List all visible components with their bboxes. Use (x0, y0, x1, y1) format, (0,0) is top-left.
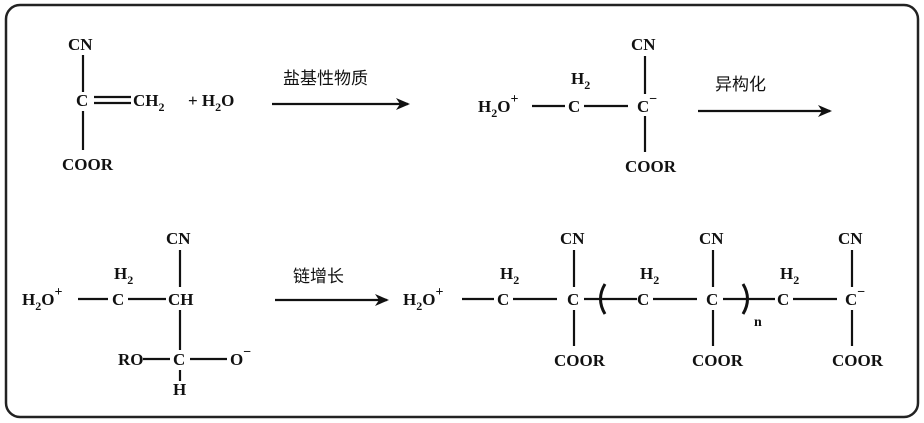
cn-group-3: CN (838, 229, 863, 248)
arrow-chain-growth: 链增长 (275, 267, 389, 306)
methylene-carbon-2: C (637, 290, 649, 309)
water-reactant: + H2O (188, 91, 234, 114)
cn-group: CN (68, 35, 93, 54)
cn-group-2: CN (699, 229, 724, 248)
cn-group: CN (166, 229, 191, 248)
carbanion: C− (637, 92, 657, 116)
isomerized-intermediate: H2O+ H2 C CN CH RO C O− H (22, 229, 251, 399)
coor-group-1: COOR (554, 351, 606, 370)
ro-group: RO (118, 350, 144, 369)
h2o-plus: H2O+ (22, 285, 62, 313)
h2-label-2: H2 (640, 264, 659, 287)
repeat-unit-open-bracket (599, 283, 607, 315)
zwitterion-intermediate: H2O+ H2 C CN C− COOR (478, 35, 677, 176)
monomer-acrylate: CN C CH2 + H2O COOR (62, 35, 234, 174)
coor-group: COOR (625, 157, 677, 176)
arrow2-label: 异构化 (715, 75, 766, 95)
h2o-plus: H2O+ (478, 92, 518, 120)
h2-label-1: H2 (500, 264, 519, 287)
coor-group-3: COOR (832, 351, 884, 370)
arrow-isomerization: 异构化 (698, 75, 832, 117)
h2-label: H2 (114, 264, 133, 287)
alkoxide-carbon: C (173, 350, 185, 369)
cn-group: CN (631, 35, 656, 54)
hydrogen: H (173, 380, 186, 399)
alkoxide-oxygen: O− (230, 345, 251, 369)
cn-group-1: CN (560, 229, 585, 248)
methylene-carbon: C (112, 290, 124, 309)
methylene-carbon-1: C (497, 290, 509, 309)
coor-group: COOR (62, 155, 114, 174)
arrow1-label: 盐基性物质 (283, 69, 368, 89)
backbone-carbon-2: C (706, 290, 718, 309)
ch-group: CH (168, 290, 194, 309)
polymer-chain: H2O+ H2 C CN C COOR H2 C CN C COOR n (403, 229, 884, 370)
scheme-frame (4, 3, 920, 419)
ch2-group: CH2 (133, 91, 165, 114)
methylene-carbon: C (568, 97, 580, 116)
h2-label: H2 (571, 69, 590, 92)
arrow3-label: 链增长 (293, 267, 344, 287)
repeat-unit-close-bracket (741, 283, 749, 315)
methylene-carbon-3: C (777, 290, 789, 309)
arrow-base-catalysis: 盐基性物质 (272, 69, 410, 110)
repeat-count: n (754, 315, 762, 330)
backbone-carbon-1: C (567, 290, 579, 309)
h2-label-3: H2 (780, 264, 799, 287)
h2o-plus: H2O+ (403, 285, 443, 313)
alpha-carbon: C (76, 91, 88, 110)
terminal-carbanion: C− (845, 285, 865, 309)
coor-group-2: COOR (692, 351, 744, 370)
